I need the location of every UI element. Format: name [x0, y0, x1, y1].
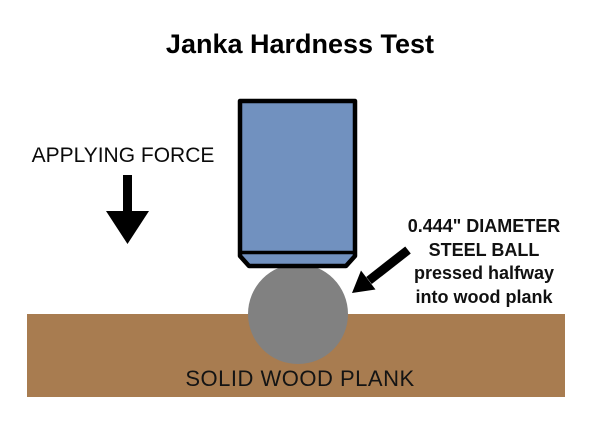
applying-force-label: APPLYING FORCE	[31, 144, 215, 167]
annotation-line-pressed-halfway: pressed halfway	[413, 263, 555, 283]
force-arrow-icon	[106, 175, 149, 244]
steel-ball	[248, 264, 348, 364]
annotation-line-diameter: 0.444" DIAMETER	[407, 216, 561, 236]
diagram-title: Janka Hardness Test	[165, 29, 435, 59]
steel-ball-annotation: 0.444" DIAMETER STEEL BALL pressed halfw…	[385, 215, 583, 309]
annotation-line-steel-ball: STEEL BALL	[428, 239, 540, 260]
press-rod	[237, 98, 358, 269]
annotation-line-into-wood-plank: into wood plank	[415, 286, 553, 307]
annotation-arrow-icon	[352, 246, 411, 293]
solid-wood-plank-label: SOLID WOOD PLANK	[185, 366, 415, 391]
